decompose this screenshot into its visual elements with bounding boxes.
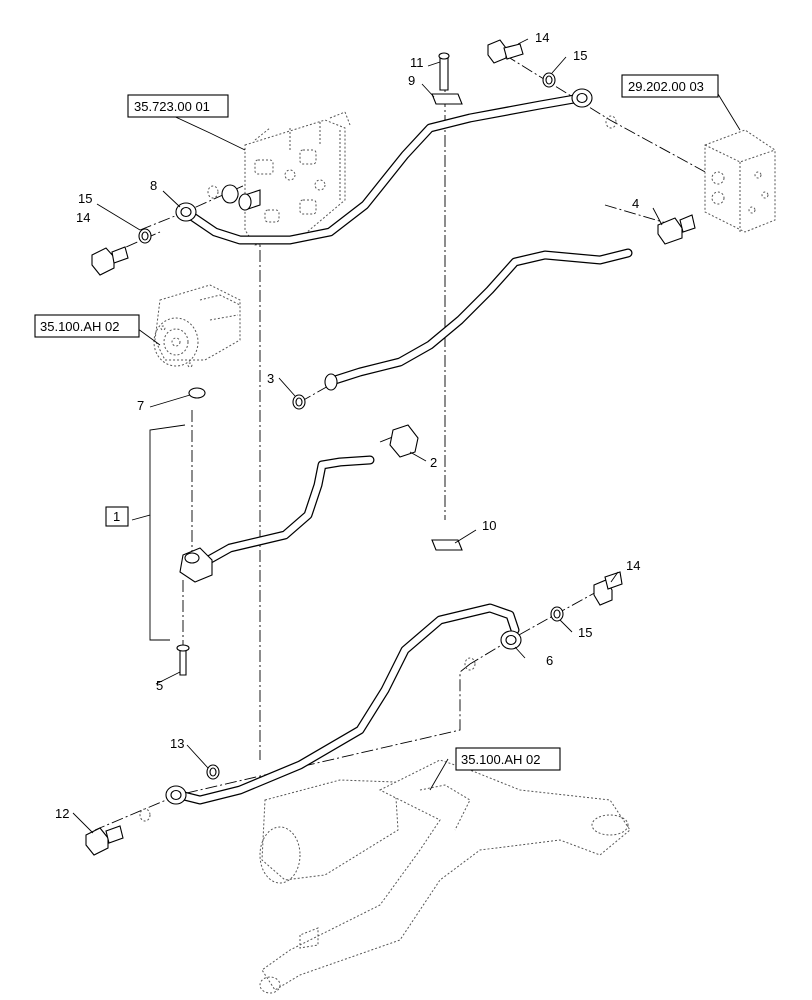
sealing-washer-15b <box>138 228 152 244</box>
reference-pump: 35.100.AH 02 <box>34 314 140 338</box>
callout-14b: 14 <box>76 210 90 225</box>
o-ring-lower-left <box>139 808 151 822</box>
o-ring-valve <box>207 185 219 199</box>
callout-13: 13 <box>170 736 184 751</box>
lift-assembly <box>259 759 631 994</box>
o-ring-7 <box>188 387 206 399</box>
clip-10 <box>431 539 463 551</box>
adapter-4 <box>657 214 696 245</box>
callout-5: 5 <box>156 678 163 693</box>
valve-block <box>704 129 776 233</box>
sealing-washer-15c <box>550 606 564 622</box>
nut-3 <box>292 394 306 410</box>
reference-control-valve: 35.723.00 01 <box>127 94 229 118</box>
reference-valve-block: 29.202.00 03 <box>621 74 719 98</box>
tube-upper <box>175 88 593 245</box>
callout-6: 6 <box>546 653 553 668</box>
callout-3: 3 <box>267 371 274 386</box>
callout-2: 2 <box>430 455 437 470</box>
nut-2 <box>389 424 419 458</box>
banjo-bolt-14b <box>91 246 129 276</box>
callout-1-text: 1 <box>113 509 120 524</box>
callout-4: 4 <box>632 196 639 211</box>
callout-15a: 15 <box>573 48 587 63</box>
sealing-washer-15a <box>542 72 556 88</box>
callout-15b: 15 <box>78 191 92 206</box>
callout-15c: 15 <box>578 625 592 640</box>
o-ring-upper-right <box>605 115 617 129</box>
callout-14a: 14 <box>535 30 549 45</box>
reference-control-valve-text: 35.723.00 01 <box>134 99 210 114</box>
tube-lower <box>165 603 522 805</box>
sealing-washer-13 <box>206 764 220 780</box>
leader-lines <box>72 38 741 834</box>
reference-valve-block-text: 29.202.00 03 <box>628 79 704 94</box>
callout-11: 11 <box>410 55 424 70</box>
callout-1-box <box>105 506 129 527</box>
hydraulic-pump <box>153 284 241 368</box>
reference-lift-assembly-text: 35.100.AH 02 <box>461 752 541 767</box>
bolt-5 <box>176 644 190 676</box>
tube-pump-line <box>179 455 375 583</box>
callout-8: 8 <box>150 178 157 193</box>
banjo-bolt-11 <box>438 52 450 91</box>
callout-labels: 1 2 3 4 5 6 7 8 9 10 11 12 13 14 14 14 1… <box>55 30 640 821</box>
callout-12: 12 <box>55 806 69 821</box>
reference-pump-text: 35.100.AH 02 <box>40 319 120 334</box>
reference-lift-assembly: 35.100.AH 02 <box>455 747 561 771</box>
callout-14c: 14 <box>626 558 640 573</box>
banjo-bolt-14c <box>593 571 623 606</box>
banjo-bolt-14a <box>487 39 524 64</box>
o-ring-lower <box>464 657 476 671</box>
banjo-bolt-12 <box>85 825 124 856</box>
callout-10: 10 <box>482 518 496 533</box>
callout-7: 7 <box>137 398 144 413</box>
control-valve <box>221 111 351 246</box>
tube-middle <box>324 248 633 391</box>
callout-9: 9 <box>408 73 415 88</box>
clip-9 <box>431 93 463 105</box>
